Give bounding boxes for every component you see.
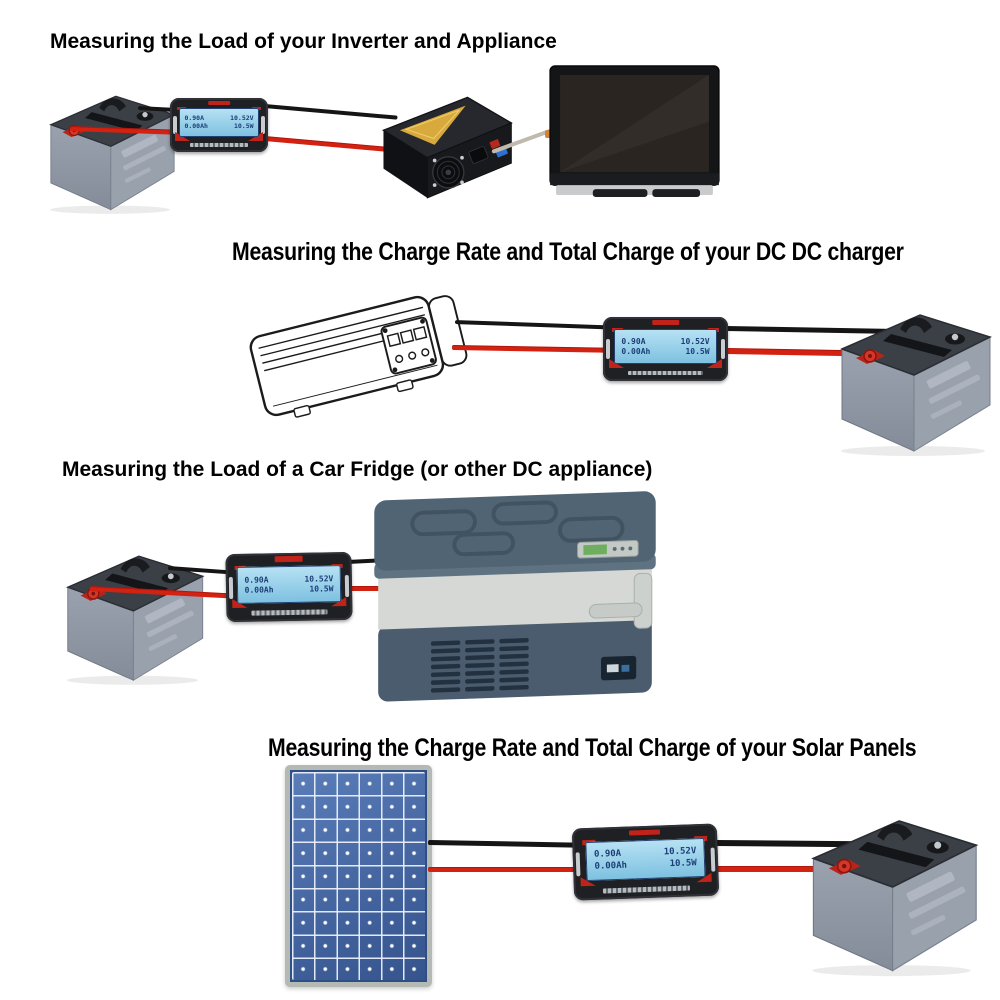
scene4-wire-positive-left	[428, 867, 578, 872]
scene4-battery	[811, 820, 978, 977]
solar-cells	[292, 772, 425, 980]
scene1-tv	[549, 65, 720, 198]
scene4-solar-panel	[285, 765, 432, 987]
meter-side-slot	[575, 852, 581, 876]
scene4-wire-positive-right	[714, 866, 846, 872]
scene2-watt-meter: 0.90A 10.52V 0.00Ah 10.5W	[603, 317, 728, 381]
meter-voltage: 10.52V	[230, 113, 254, 122]
meter-brand-mark	[274, 556, 303, 563]
inverter-fan	[432, 155, 465, 189]
fridge-control-panel	[577, 539, 639, 559]
meter-current: 0.90A	[621, 336, 646, 346]
scene2-dcdc-charger	[249, 295, 468, 418]
scene2-battery	[840, 314, 991, 457]
meter-side-slot	[261, 116, 265, 134]
meter-brand-mark	[651, 320, 680, 326]
scene3-battery	[66, 555, 204, 686]
meter-label-strip	[628, 370, 703, 376]
meter-lcd: 0.90A 10.52V 0.00Ah 10.5W	[178, 108, 260, 138]
scene2-wire-negative-left	[454, 320, 610, 330]
scene4-watt-meter: 0.90A 10.52V 0.00Ah 10.5W	[571, 823, 720, 901]
meter-side-slot	[721, 338, 725, 360]
meter-brand-mark	[208, 100, 230, 105]
tv-screen	[560, 74, 709, 173]
meter-side-slot	[173, 116, 177, 134]
meter-side-slot	[228, 577, 234, 599]
inverter-graphic	[399, 105, 466, 145]
meter-lcd: 0.90A 10.52V 0.00Ah 10.5W	[614, 329, 717, 364]
meter-charge: 0.00Ah	[594, 860, 628, 872]
inverter-outlet	[468, 146, 489, 164]
meter-voltage: 10.52V	[680, 336, 710, 346]
meter-side-slot	[606, 338, 610, 360]
fridge-vent	[430, 638, 529, 693]
inverter-switch	[489, 139, 501, 149]
meter-charge: 0.00Ah	[244, 585, 274, 595]
meter-label-strip	[189, 143, 249, 148]
scene1-wire-positive-right	[263, 136, 396, 153]
fridge-handle	[588, 572, 653, 629]
meter-side-slot	[710, 848, 716, 872]
meter-current: 0.90A	[593, 849, 622, 861]
scene3-wire-positive-right	[348, 586, 382, 591]
meter-brand-mark	[628, 829, 661, 836]
meter-power: 10.5W	[685, 346, 710, 356]
meter-lcd: 0.90A 10.52V 0.00Ah 10.5W	[236, 565, 341, 604]
meter-current: 0.90A	[244, 574, 269, 585]
meter-side-slot	[344, 575, 350, 597]
meter-voltage: 10.52V	[304, 573, 334, 584]
meter-power: 10.5W	[309, 583, 334, 594]
scene1-title: Measuring the Load of your Inverter and …	[50, 30, 557, 53]
scene3-car-fridge	[374, 491, 656, 702]
meter-label-strip	[602, 884, 691, 894]
scene4-wire-negative-left	[427, 840, 579, 848]
scene1-watt-meter: 0.90A 10.52V 0.00Ah 10.5W	[170, 98, 268, 152]
fridge-switch-panel	[600, 655, 637, 681]
scene1-inverter	[381, 96, 513, 199]
meter-power: 10.5W	[233, 122, 254, 131]
scene1-cable-plug	[545, 130, 553, 138]
meter-charge: 0.00Ah	[621, 346, 651, 356]
meter-voltage: 10.52V	[663, 846, 697, 858]
meter-power: 10.5W	[669, 857, 697, 869]
scene3-watt-meter: 0.90A 10.52V 0.00Ah 10.5W	[225, 551, 353, 623]
meter-label-strip	[251, 609, 328, 616]
scene4-title: Measuring the Charge Rate and Total Char…	[268, 734, 917, 762]
meter-charge: 0.00Ah	[184, 122, 208, 131]
meter-lcd: 0.90A 10.52V 0.00Ah 10.5W	[585, 837, 706, 881]
scene3-title: Measuring the Load of a Car Fridge (or o…	[62, 458, 653, 481]
scene2-title: Measuring the Charge Rate and Total Char…	[232, 238, 904, 266]
meter-current: 0.90A	[184, 113, 205, 122]
scene2-wire-positive-left	[451, 345, 613, 353]
